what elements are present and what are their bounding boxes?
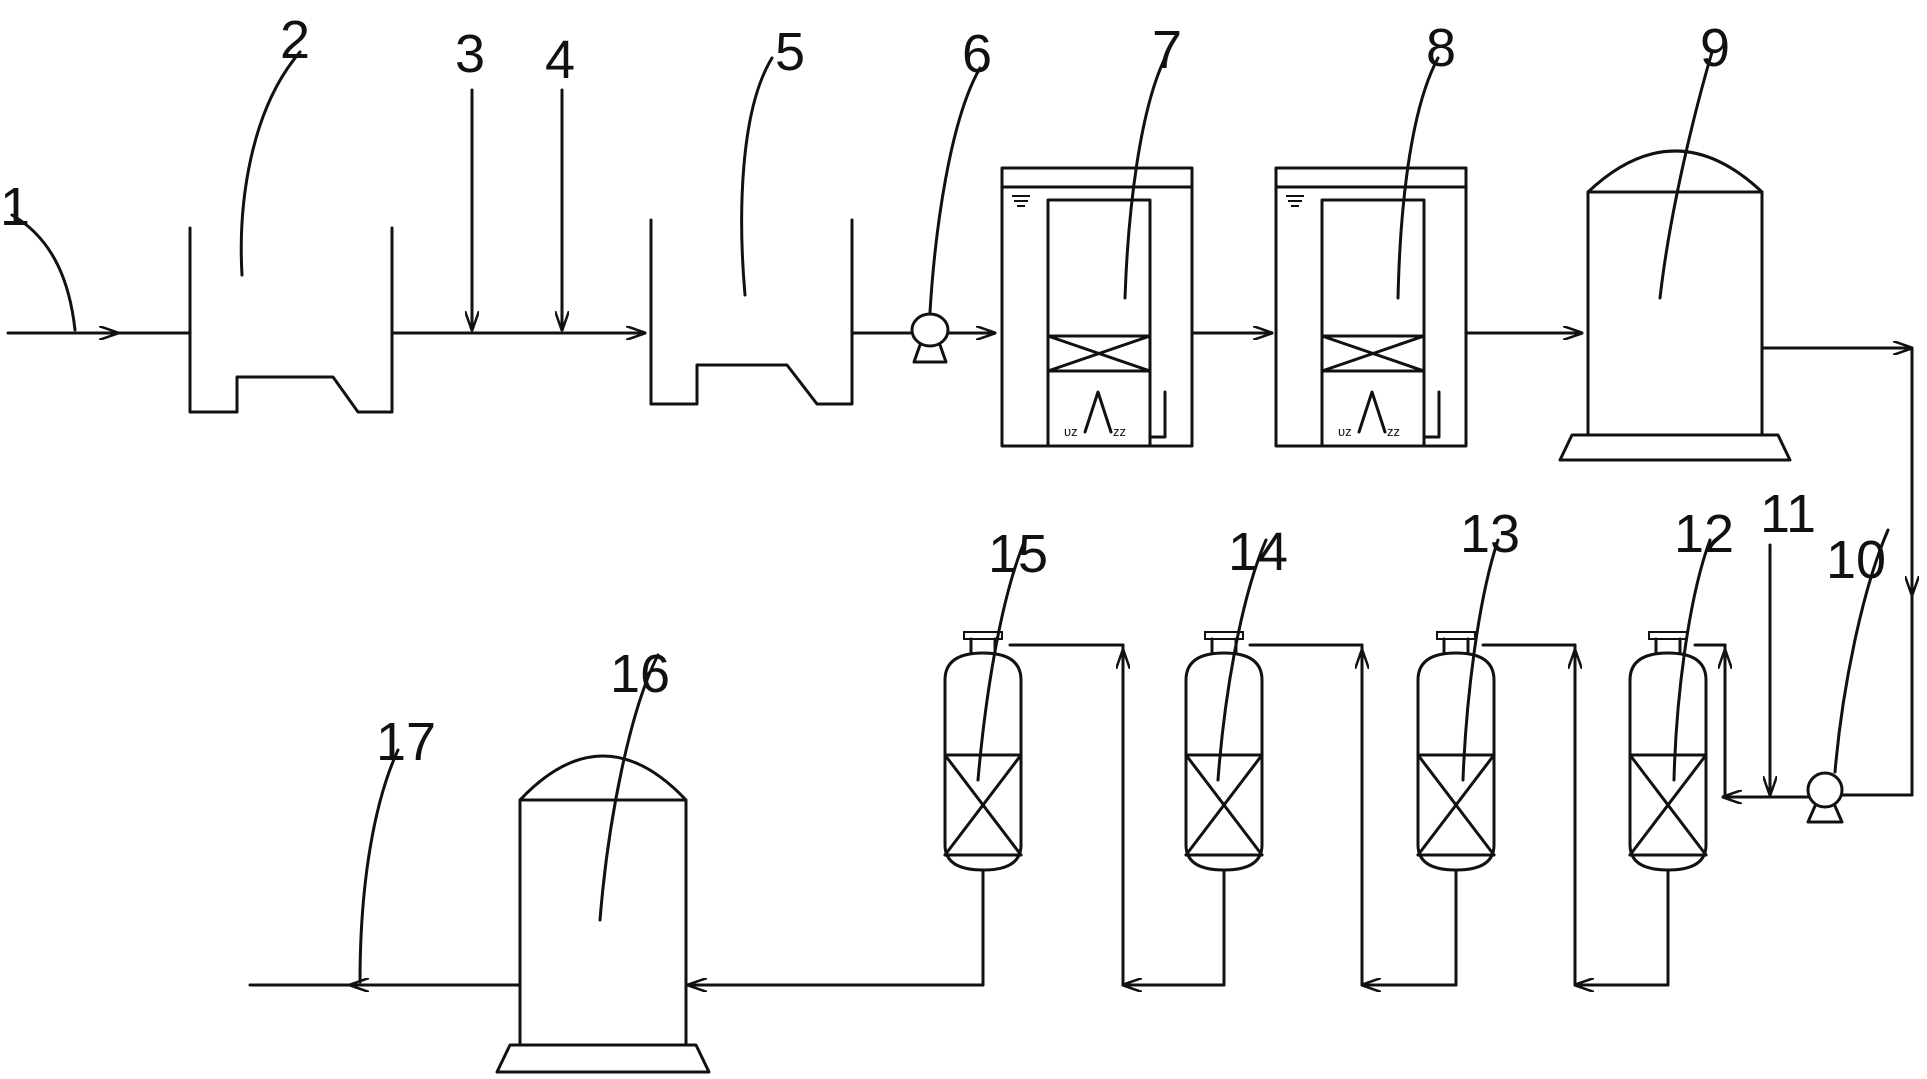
label-8: 8 — [1426, 18, 1456, 78]
tank-9 — [1558, 149, 1792, 462]
leader-17 — [358, 748, 400, 984]
label-11: 11 — [1760, 484, 1816, 544]
label-15: 15 — [988, 524, 1048, 584]
label-16: 16 — [610, 644, 670, 704]
label-12: 12 — [1674, 504, 1734, 564]
leader-12 — [1672, 538, 1712, 782]
label-9: 9 — [1700, 18, 1730, 78]
label-3: 3 — [455, 24, 485, 84]
column-13 — [1416, 631, 1496, 987]
label-4: 4 — [545, 30, 575, 90]
label-7: 7 — [1152, 20, 1182, 80]
reactor-8: ᴜᴢ ᴢᴢ — [1274, 166, 1468, 448]
leader-16 — [598, 653, 660, 922]
svg-text:ᴢᴢ: ᴢᴢ — [1113, 424, 1126, 439]
reactor-7: ᴜᴢ ᴢᴢ — [1000, 166, 1194, 448]
svg-text:ᴜᴢ: ᴜᴢ — [1338, 424, 1352, 439]
label-17: 17 — [376, 712, 436, 772]
label-6: 6 — [962, 24, 992, 84]
tank-16 — [495, 754, 711, 1074]
leader-7 — [1123, 56, 1167, 300]
tank-5 — [649, 218, 854, 406]
leader-8 — [1396, 56, 1440, 300]
leader-2 — [239, 50, 302, 277]
label-1: 1 — [0, 177, 30, 237]
column-15 — [943, 631, 1023, 987]
leader-6 — [928, 66, 982, 314]
pump-10-base — [1806, 804, 1844, 824]
label-13: 13 — [1460, 504, 1520, 564]
column-14 — [1184, 631, 1264, 987]
pump-10 — [1806, 771, 1844, 809]
label-10: 10 — [1826, 530, 1886, 590]
leader-5 — [740, 56, 774, 297]
leader-13 — [1461, 538, 1500, 782]
column-12 — [1628, 631, 1708, 987]
leader-9 — [1658, 50, 1714, 300]
label-5: 5 — [775, 22, 805, 82]
label-2: 2 — [280, 10, 310, 70]
svg-text:ᴜᴢ: ᴜᴢ — [1064, 424, 1078, 439]
leader-14 — [1216, 538, 1268, 782]
tank-2 — [188, 226, 394, 414]
pump-6 — [910, 312, 950, 348]
svg-text:ᴢᴢ: ᴢᴢ — [1387, 424, 1400, 439]
leader-1 — [10, 213, 77, 332]
leader-15 — [976, 538, 1027, 782]
leader-10 — [1833, 528, 1890, 774]
pump-6-base — [912, 343, 948, 364]
label-14: 14 — [1228, 522, 1288, 582]
